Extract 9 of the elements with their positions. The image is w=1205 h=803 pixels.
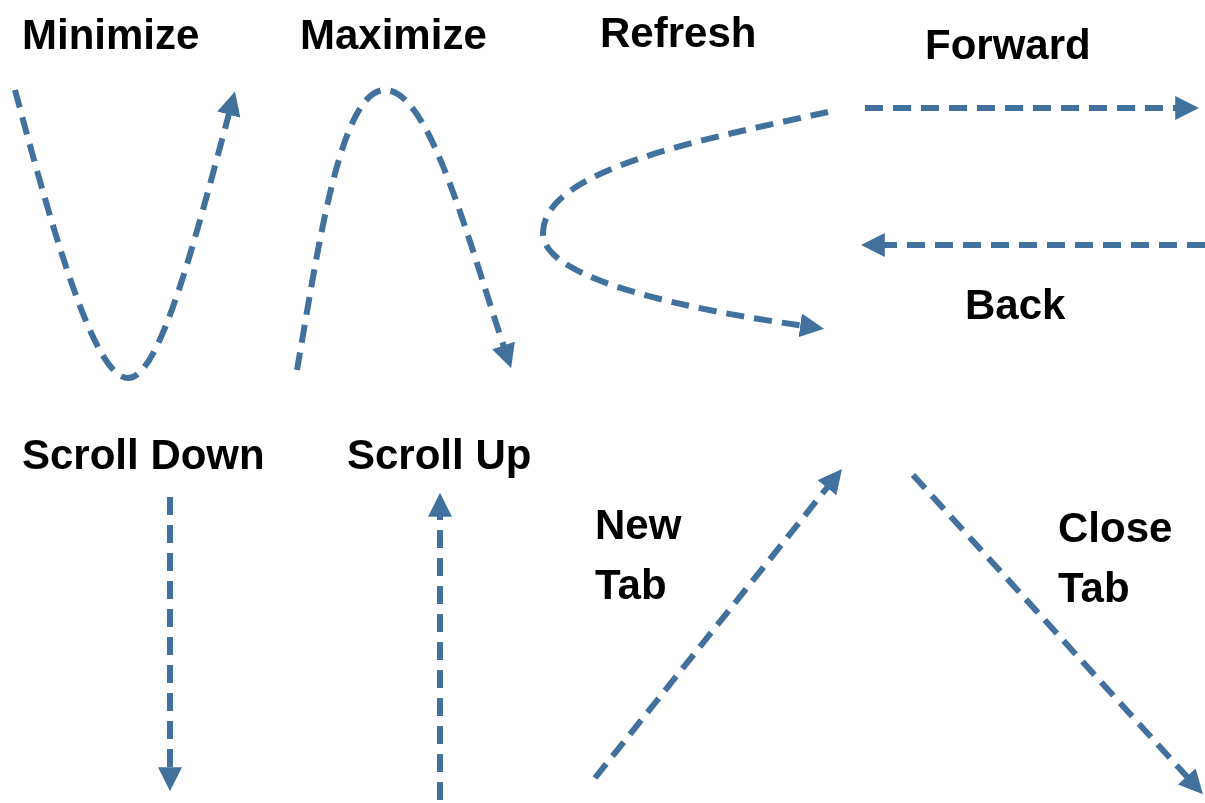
gesture-label: Scroll Down	[22, 430, 265, 480]
gesture-label: Maximize	[300, 10, 487, 60]
gesture-label: Forward	[925, 20, 1091, 70]
gesture-label: Close Tab	[1058, 503, 1174, 613]
gesture-label: Minimize	[22, 10, 200, 60]
gesture-label: New Tab	[595, 500, 683, 610]
gesture-label: Back	[965, 280, 1066, 330]
gesture-label: Scroll Up	[347, 430, 532, 480]
gesture-label: Refresh	[600, 8, 757, 58]
